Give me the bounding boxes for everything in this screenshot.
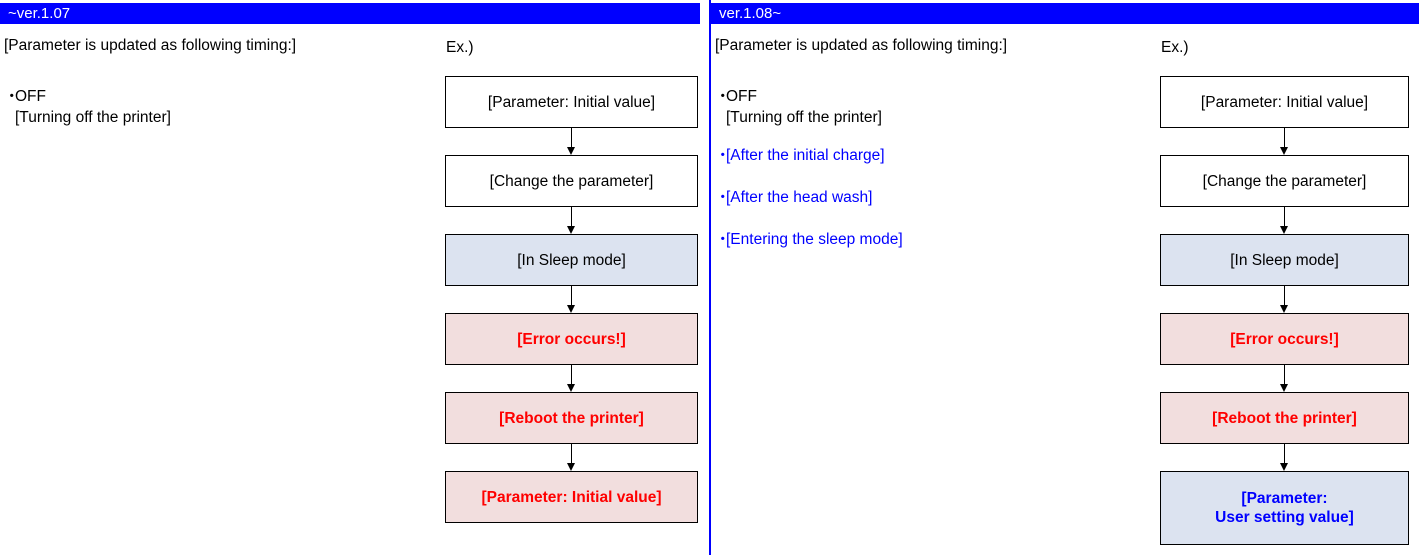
bullet-dot-icon: ・	[715, 147, 731, 164]
timing-bullet-label: [Entering the sleep mode]	[726, 231, 903, 248]
notes-heading-right: [Parameter is updated as following timin…	[715, 37, 1008, 54]
bullet-dot-icon: ・	[4, 88, 20, 105]
arrow-head	[1280, 384, 1288, 392]
arrow-head	[1280, 305, 1288, 313]
timing-bullet-line: ・[After the initial charge]	[715, 145, 1135, 166]
timing-bullet-label: OFF	[726, 88, 757, 105]
arrow-shaft	[570, 128, 572, 149]
flow-node: [Error occurs!]	[445, 313, 698, 365]
timing-bullet-list-left: ・OFF [Turning off the printer]	[4, 86, 424, 128]
panel-ver-1-08: ver.1.08~ [Parameter is updated as follo…	[711, 0, 1419, 555]
arrow-shaft	[1283, 444, 1285, 465]
timing-bullet-subtext: [Turning off the printer]	[726, 109, 882, 126]
flow-node: [Change the parameter]	[445, 155, 698, 207]
flow-arrow-icon	[1160, 444, 1409, 471]
flowchart-right: [Parameter: Initial value] [Change the pa…	[1160, 76, 1409, 545]
example-label-left: Ex.)	[446, 39, 474, 56]
panel-ver-1-07: ~ver.1.07 [Parameter is updated as follo…	[0, 0, 709, 555]
arrow-head	[567, 384, 575, 392]
timing-bullet-item: ・[Entering the sleep mode]	[715, 229, 1135, 250]
flow-arrow-icon	[445, 207, 698, 234]
panel-divider	[709, 0, 711, 555]
arrow-shaft	[1283, 365, 1285, 386]
bullet-dot-icon: ・	[715, 231, 731, 248]
flow-node: [Reboot the printer]	[445, 392, 698, 444]
notes-heading-left: [Parameter is updated as following timin…	[4, 37, 297, 54]
flow-arrow-icon	[445, 128, 698, 155]
arrow-head	[567, 463, 575, 471]
flow-arrow-icon	[1160, 128, 1409, 155]
notes-column-right: [Parameter is updated as following timin…	[715, 36, 1135, 271]
example-label-right: Ex.)	[1161, 39, 1189, 56]
flow-node: [Parameter: Initial value]	[445, 471, 698, 523]
arrow-shaft	[570, 365, 572, 386]
timing-bullet-item: ・[After the initial charge]	[715, 145, 1135, 166]
flow-node: [Parameter: Initial value]	[445, 76, 698, 128]
flow-node: [Change the parameter]	[1160, 155, 1409, 207]
timing-bullet-label: OFF	[15, 88, 46, 105]
arrow-head	[567, 305, 575, 313]
timing-bullet-item: ・OFF [Turning off the printer]	[715, 86, 1135, 128]
arrow-head	[1280, 463, 1288, 471]
timing-bullet-item: ・[After the head wash]	[715, 187, 1135, 208]
arrow-shaft	[570, 286, 572, 307]
flow-arrow-icon	[1160, 365, 1409, 392]
version-title-bar-right: ver.1.08~	[711, 3, 1419, 24]
timing-bullet-line: ・[Entering the sleep mode]	[715, 229, 1135, 250]
flow-arrow-icon	[445, 286, 698, 313]
arrow-shaft	[1283, 207, 1285, 228]
timing-bullet-list-right: ・OFF[Turning off the printer]・[After the…	[715, 86, 1135, 250]
flow-node: [Error occurs!]	[1160, 313, 1409, 365]
flow-node: [Reboot the printer]	[1160, 392, 1409, 444]
arrow-shaft	[570, 444, 572, 465]
flow-node: [Parameter: Initial value]	[1160, 76, 1409, 128]
flow-arrow-icon	[445, 444, 698, 471]
arrow-head	[567, 226, 575, 234]
timing-bullet-label: [After the head wash]	[726, 189, 873, 206]
timing-bullet-line: ・OFF	[715, 86, 1135, 107]
flow-node: [In Sleep mode]	[1160, 234, 1409, 286]
timing-bullet-line: ・[After the head wash]	[715, 187, 1135, 208]
bullet-dot-icon: ・	[715, 189, 731, 206]
flow-arrow-icon	[1160, 207, 1409, 234]
flow-arrow-icon	[1160, 286, 1409, 313]
arrow-head	[567, 147, 575, 155]
flow-node: [In Sleep mode]	[445, 234, 698, 286]
arrow-head	[1280, 226, 1288, 234]
timing-bullet-label: [After the initial charge]	[726, 147, 885, 164]
arrow-shaft	[1283, 286, 1285, 307]
notes-column-left: [Parameter is updated as following timin…	[4, 36, 424, 145]
arrow-shaft	[1283, 128, 1285, 149]
flowchart-left: [Parameter: Initial value] [Change the pa…	[445, 76, 698, 523]
arrow-head	[1280, 147, 1288, 155]
timing-bullet-subtext: [Turning off the printer]	[15, 109, 171, 126]
flow-node: [Parameter:User setting value]	[1160, 471, 1409, 545]
flow-arrow-icon	[445, 365, 698, 392]
bullet-dot-icon: ・	[715, 88, 731, 105]
timing-bullet-item: ・OFF [Turning off the printer]	[4, 86, 424, 128]
version-title-bar-left: ~ver.1.07	[0, 3, 700, 24]
timing-bullet-line: ・OFF	[4, 86, 424, 107]
arrow-shaft	[570, 207, 572, 228]
